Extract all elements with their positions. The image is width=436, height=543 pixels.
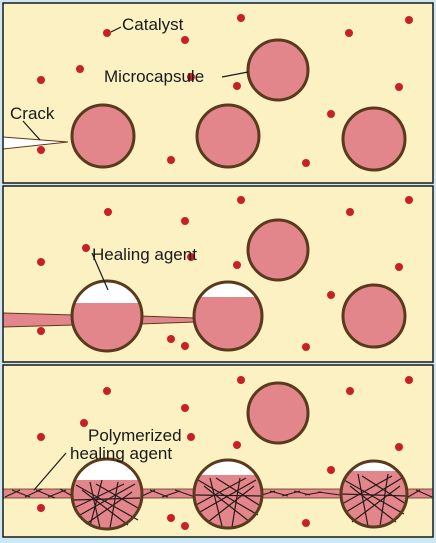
microcapsule-label: Microcapsule (104, 67, 204, 86)
catalyst-label: Catalyst (122, 15, 184, 34)
panel-3: Polymerized healing agent (3, 365, 433, 537)
crack-with-healing-agent (3, 313, 74, 327)
microcapsule (248, 383, 308, 443)
microcapsule (248, 40, 308, 100)
polymerized-capsule (341, 461, 407, 527)
ruptured-capsule (194, 282, 262, 350)
microcapsule (197, 105, 259, 167)
ruptured-capsule (72, 280, 142, 351)
polymerized-label-line1: Polymerized (88, 426, 182, 445)
microcapsule (72, 105, 134, 167)
microcapsule (343, 108, 405, 170)
panel-2: Healing agent (3, 186, 433, 362)
polymerized-capsule (72, 459, 142, 529)
polymerized-capsule (194, 460, 262, 528)
microcapsule (248, 220, 308, 280)
panel-1: Catalyst Microcapsule Crack (3, 3, 433, 183)
crack-between-capsules (140, 316, 195, 324)
healing-agent-label: Healing agent (92, 245, 197, 264)
polymerized-label-line2: healing agent (70, 444, 172, 463)
microcapsule (343, 285, 405, 347)
crack-label: Crack (10, 104, 55, 123)
